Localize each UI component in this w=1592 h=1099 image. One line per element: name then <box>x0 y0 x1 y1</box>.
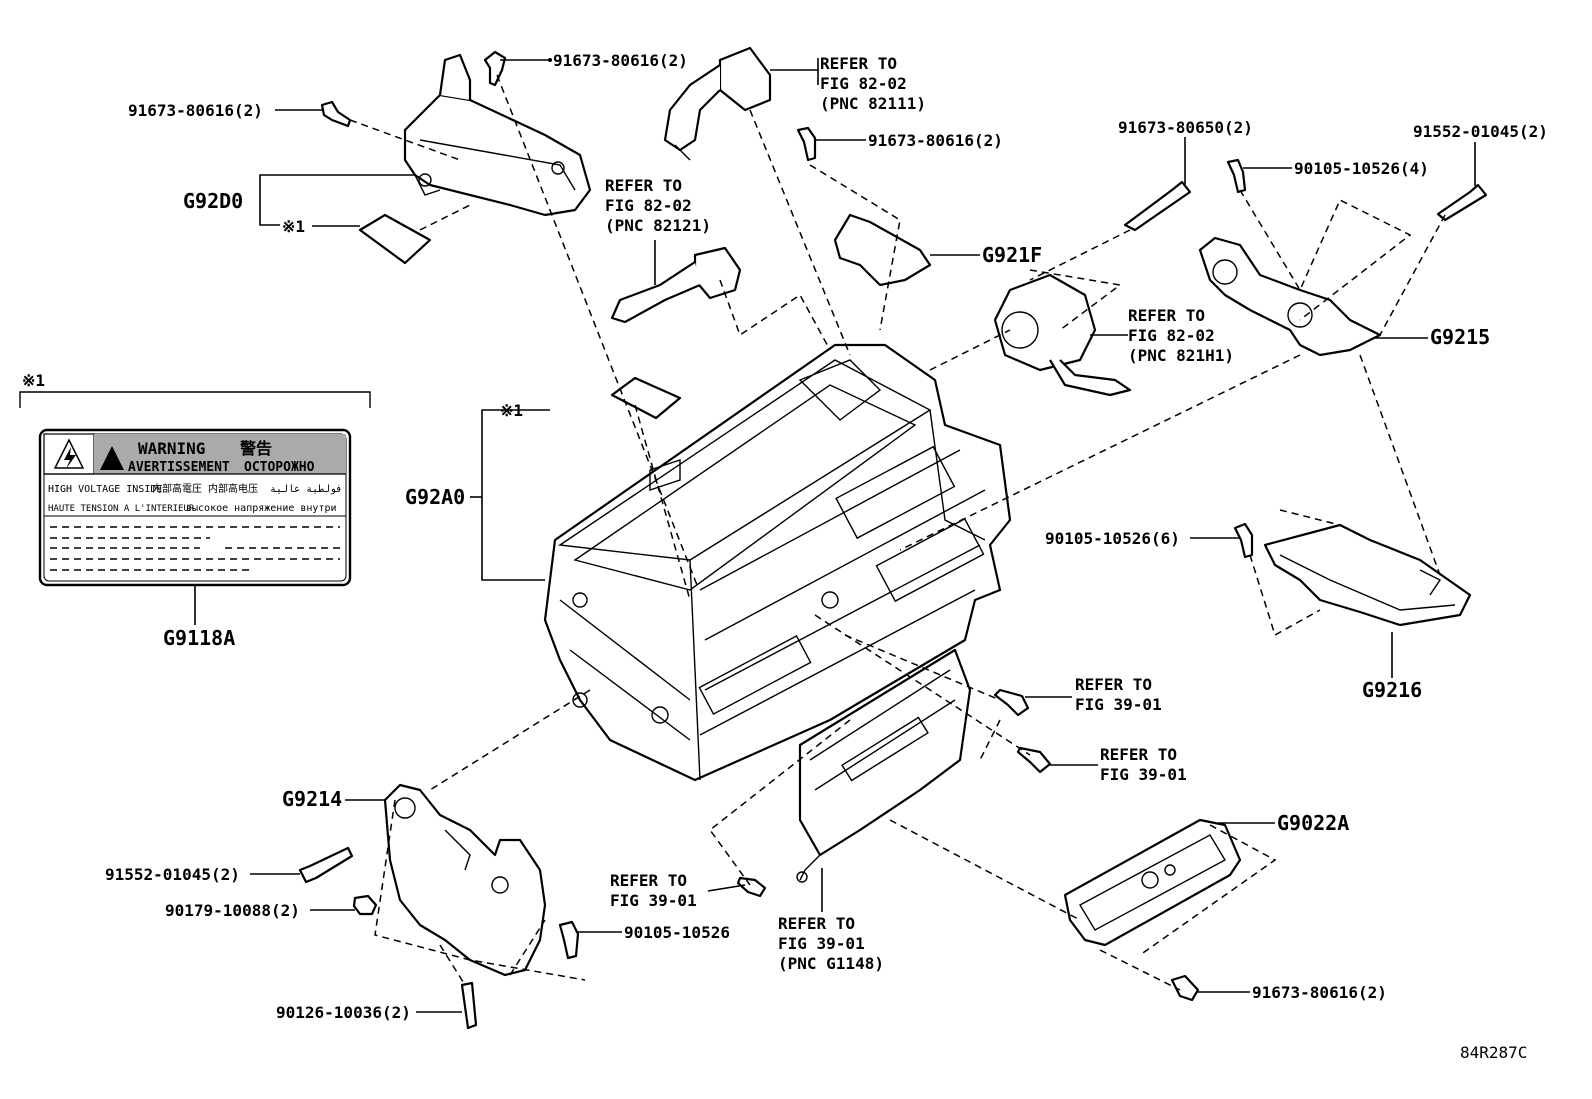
warning-label-g9118a: ※1 WARNING 警告 AVERTISSEMENT ОСТОРОЖНО HI… <box>19 371 371 625</box>
callout-90126-10036: 90126-10036(2) <box>276 1003 411 1022</box>
callout-91673-80616-mid: 91673-80616(2) <box>868 131 1003 150</box>
ref6-line1: REFER TO <box>610 871 687 890</box>
ref2-line1: REFER TO <box>605 176 682 195</box>
label-warning-ru: ОСТОРОЖНО <box>244 460 315 475</box>
callout-91552-01045-right: 91552-01045(2) <box>1413 122 1548 141</box>
ref2-line3: (PNC 82121) <box>605 216 711 235</box>
bolt-icon <box>993 688 1030 717</box>
label-sticker-small <box>358 213 432 265</box>
callout-90105-10526: 90105-10526 <box>624 923 730 942</box>
ref7-line2: FIG 39-01 <box>778 934 865 953</box>
connector-module-drawing <box>796 648 972 883</box>
stud-icon <box>460 981 478 1030</box>
ref1-line2: FIG 82-02 <box>820 74 907 93</box>
cable-connector-82111 <box>663 46 772 161</box>
label-warning-en: WARNING <box>138 439 205 458</box>
bolt-icon <box>1170 974 1200 1002</box>
callout-texts: 91673-80616(2) 91673-80616(2) 91673-8061… <box>105 51 1548 1062</box>
assembly-guide-lines <box>349 74 1446 991</box>
label-hv-cjk2: 内部高电压 <box>208 482 258 495</box>
cable-connector-821h1 <box>993 273 1132 397</box>
caution-icon <box>100 446 124 470</box>
ref4-line2: FIG 39-01 <box>1075 695 1162 714</box>
inverter-assembly-drawing <box>543 343 1012 782</box>
label-hv-en: HIGH VOLTAGE INSIDE <box>48 484 162 495</box>
callout-90105-10526-6: 90105-10526(6) <box>1045 529 1180 548</box>
bolt-icon <box>320 100 352 128</box>
bolt-icon <box>736 876 767 898</box>
cable-connector-82121 <box>610 246 742 324</box>
bolt-icon <box>1233 522 1254 559</box>
note-mark-label: ※1 <box>22 371 45 390</box>
ref4-line1: REFER TO <box>1075 675 1152 694</box>
bolt-icon <box>1123 180 1192 232</box>
bolt-icon <box>1436 183 1488 222</box>
label-hv-cjk: 内部高電圧 <box>152 482 202 495</box>
cover-g9022a-drawing <box>1063 818 1242 947</box>
part-label-g9215: G9215 <box>1430 325 1490 349</box>
label-hv-ar: فولطية عالية <box>270 484 342 495</box>
callout-90105-10526-4: 90105-10526(4) <box>1294 159 1429 178</box>
ref7-line3: (PNC G1148) <box>778 954 884 973</box>
bracket-g921f-drawing <box>833 213 932 287</box>
bolt-icons <box>298 50 1488 1030</box>
callout-91552-01045-left: 91552-01045(2) <box>105 865 240 884</box>
leader-lines <box>250 58 1476 1013</box>
part-label-g92a0: G92A0 <box>405 485 465 509</box>
callout-91673-80616-left: 91673-80616(2) <box>128 101 263 120</box>
part-label-g92d0: G92D0 <box>183 189 243 213</box>
ref2-line2: FIG 82-02 <box>605 196 692 215</box>
callout-91673-80616-bottom: 91673-80616(2) <box>1252 983 1387 1002</box>
label-warning-cjk: 警告 <box>239 439 272 458</box>
bolt-icon <box>298 846 354 884</box>
part-label-g9118a: G9118A <box>163 626 235 650</box>
bolt-icon <box>1016 746 1052 774</box>
part-label-g9214: G9214 <box>282 787 342 811</box>
ref3-line1: REFER TO <box>1128 306 1205 325</box>
note-mark-cover: ※1 <box>282 217 305 236</box>
label-warning-fr: AVERTISSEMENT <box>128 460 230 475</box>
bolt-icon <box>1226 158 1247 194</box>
bracket-g9215-drawing <box>1198 236 1382 357</box>
bolt-icon <box>796 126 817 162</box>
note-mark-body: ※1 <box>500 401 523 420</box>
ref1-line3: (PNC 82111) <box>820 94 926 113</box>
callout-91673-80650: 91673-80650(2) <box>1118 118 1253 137</box>
nut-icon <box>352 894 378 916</box>
plate-g9216-drawing <box>1263 523 1472 627</box>
ref3-line3: (PNC 821H1) <box>1128 346 1234 365</box>
ref1-line1: REFER TO <box>820 54 897 73</box>
part-label-g921f: G921F <box>982 243 1042 267</box>
label-hv-ru: высокое напряжение внутри <box>186 503 337 514</box>
cover-g92d0-drawing <box>403 53 592 217</box>
label-hv-fr: HAUTE TENSION A L'INTERIEUR <box>48 504 195 514</box>
ref5-line2: FIG 39-01 <box>1100 765 1187 784</box>
part-label-g9022a: G9022A <box>1277 811 1349 835</box>
ref6-line2: FIG 39-01 <box>610 891 697 910</box>
ref5-line1: REFER TO <box>1100 745 1177 764</box>
figure-id: 84R287C <box>1460 1043 1527 1062</box>
ref7-line1: REFER TO <box>778 914 855 933</box>
bolt-icon <box>558 920 580 960</box>
callout-90179-10088: 90179-10088(2) <box>165 901 300 920</box>
part-label-g9216: G9216 <box>1362 678 1422 702</box>
bolt-icon <box>483 50 507 87</box>
label-sticker-body <box>610 376 682 420</box>
callout-91673-80616-top: 91673-80616(2) <box>553 51 688 70</box>
bracket-g9214-drawing <box>383 783 547 977</box>
ref3-line2: FIG 82-02 <box>1128 326 1215 345</box>
